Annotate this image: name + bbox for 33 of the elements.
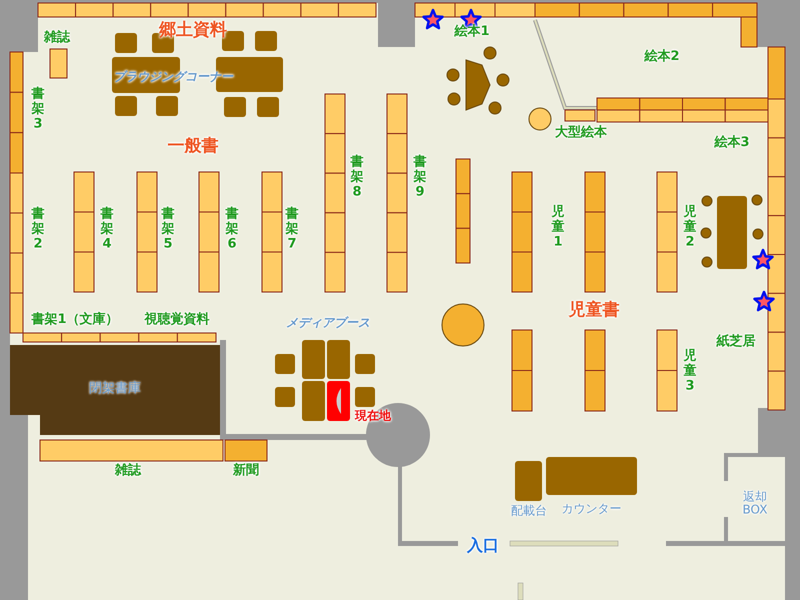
shelf-label: 書架2 <box>31 208 45 252</box>
furniture-label: 配載台 <box>511 504 547 518</box>
table <box>717 196 747 269</box>
shelf-label: 絵本1 <box>454 25 490 39</box>
shelf-label: 紙芝居 <box>716 335 756 349</box>
area-label: 一般書 <box>168 138 218 156</box>
room-label: 閉架書庫 <box>89 380 141 397</box>
shelf-label: 書架5 <box>161 208 175 252</box>
shelf-label: 書架3 <box>31 88 45 132</box>
shelf-label: 大型絵本 <box>555 126 607 140</box>
area-label: 児童書 <box>568 302 620 320</box>
shelf-label: 書架1（文庫） <box>31 313 119 327</box>
counter <box>546 457 637 495</box>
shelf-label: 書架9 <box>413 156 427 200</box>
shelf-label: 雑誌 <box>115 464 141 478</box>
closed-stacks-room <box>10 345 220 435</box>
shelf-label: 書架7 <box>285 208 299 252</box>
shelf-label: 書架4 <box>100 208 114 252</box>
entrance-label: 入口 <box>467 538 499 554</box>
shelf-label: 雑誌 <box>44 31 70 45</box>
shelf-label: 絵本2 <box>644 50 680 64</box>
area-label: メディアブース <box>286 316 370 330</box>
shelf-label: 視聴覚資料 <box>144 313 210 327</box>
node-caption: カウンター <box>562 502 622 516</box>
shelf-label: 児童1 <box>551 206 565 250</box>
shelf-label: 絵本3 <box>714 136 750 150</box>
shelf-label: 新聞 <box>233 464 259 478</box>
magazine-shelf <box>40 440 224 462</box>
shelf-label: 児童2 <box>683 206 697 250</box>
shelf-label: 書架8 <box>350 156 364 200</box>
shelf-label: 児童3 <box>683 350 697 394</box>
area-label: 返却BOX <box>742 490 768 516</box>
shelf-label: 書架6 <box>225 208 239 252</box>
